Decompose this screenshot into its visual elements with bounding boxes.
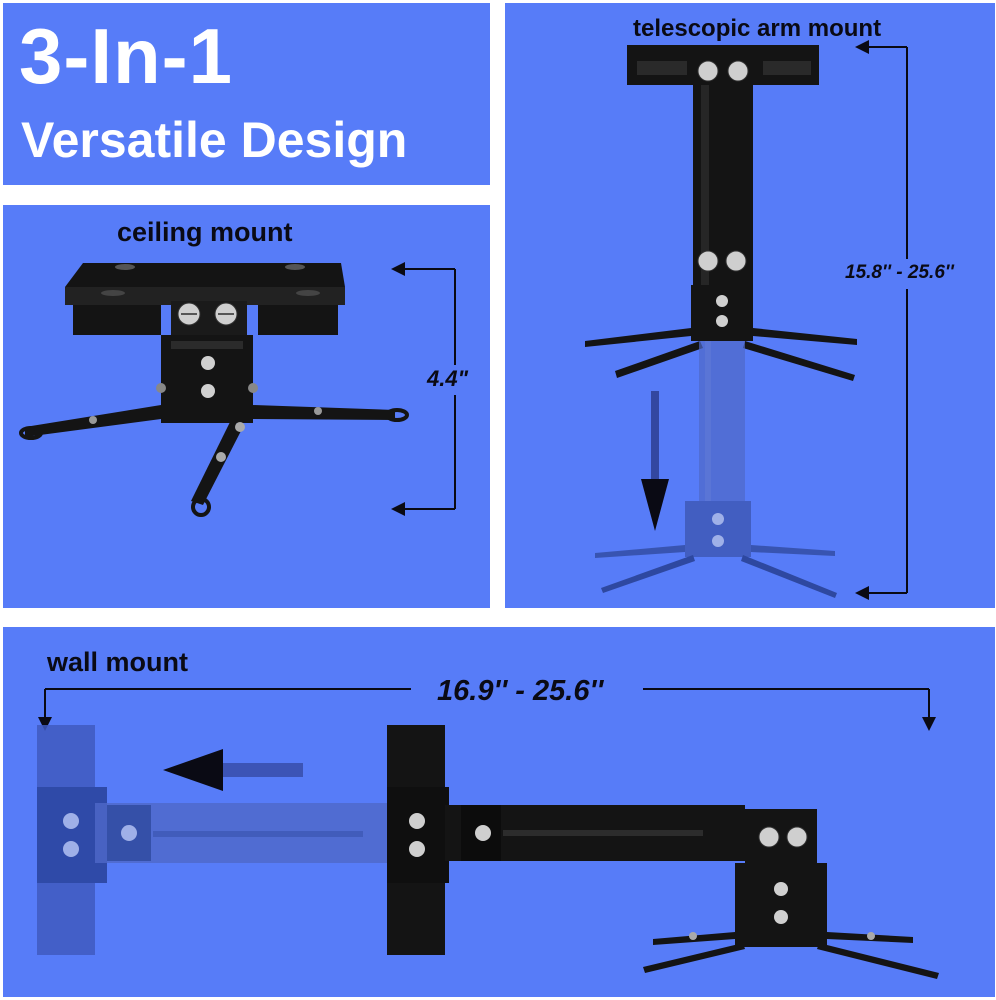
ceiling-mount-illustration — [19, 262, 483, 517]
telescopic-mount-label: telescopic arm mount — [633, 15, 882, 42]
wall-mount-label: wall mount — [47, 647, 188, 677]
wall-length-dimension: 16.9'' - 25.6'' — [437, 675, 604, 707]
telescopic-length-dimension: 15.8'' - 25.6'' — [845, 262, 954, 283]
subtitle: Versatile Design — [21, 112, 408, 168]
telescopic-mount-illustration — [585, 40, 971, 600]
ceiling-height-dimension: 4.4" — [427, 366, 469, 391]
wall-mount-illustration — [37, 675, 939, 979]
ceiling-mount-label: ceiling mount — [117, 217, 293, 247]
main-title: 3-In-1 — [19, 12, 234, 100]
telescopic-mount-panel: telescopic arm mount — [505, 3, 995, 608]
title-panel: 3-In-1 Versatile Design — [3, 3, 490, 185]
ceiling-mount-panel: ceiling mount — [3, 205, 490, 608]
wall-mount-panel: wall mount — [3, 627, 995, 997]
